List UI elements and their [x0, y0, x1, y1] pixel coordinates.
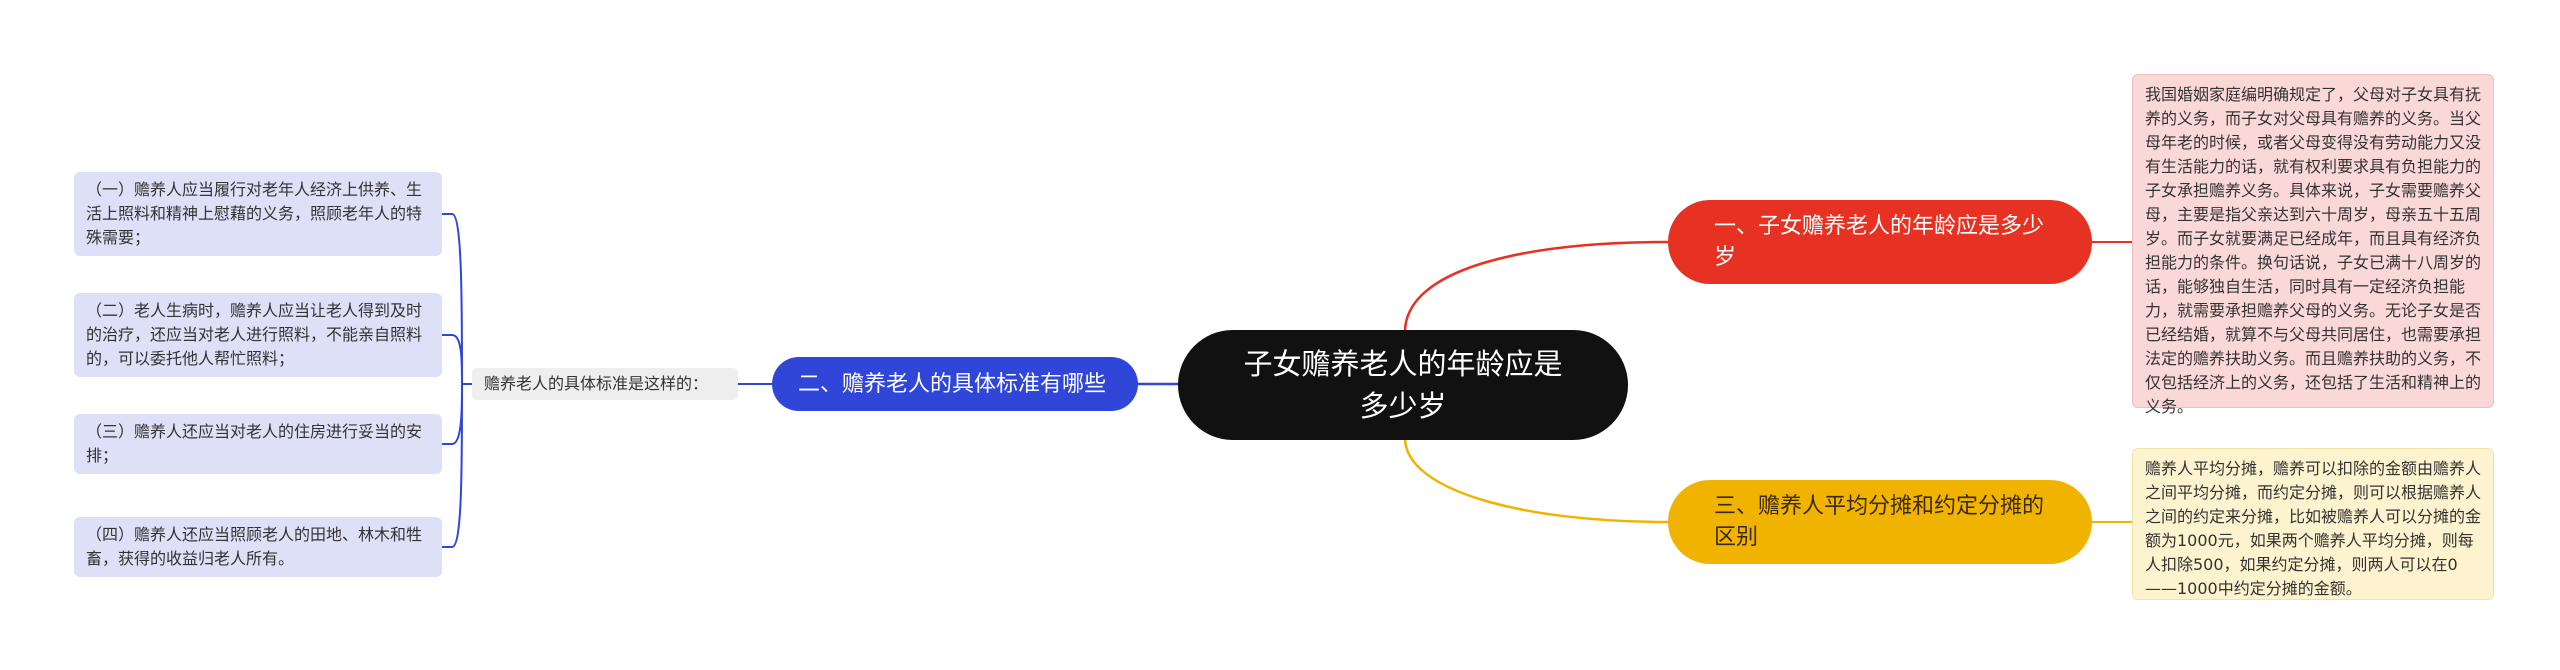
branch-standards[interactable]: 二、赡养老人的具体标准有哪些: [772, 357, 1138, 411]
standard-item-3: （三）赡养人还应当对老人的住房进行妥当的安排；: [74, 414, 442, 474]
standard-item-2: （二）老人生病时，赡养人应当让老人得到及时的治疗，还应当对老人进行照料，不能亲自…: [74, 293, 442, 377]
standard-item-4: （四）赡养人还应当照顾老人的田地、林木和牲畜，获得的收益归老人所有。: [74, 517, 442, 577]
branch-age-label: 一、子女赡养老人的年龄应是多少岁: [1714, 214, 2045, 270]
standard-item-1: （一）赡养人应当履行对老年人经济上供养、生活上照料和精神上慰藉的义务，照顾老年人…: [74, 172, 442, 256]
link-central-b1: [1403, 240, 1669, 333]
branch-sharing-label: 三、赡养人平均分摊和约定分摊的区别: [1714, 494, 2045, 550]
branch-age[interactable]: 一、子女赡养老人的年龄应是多少岁: [1668, 200, 2092, 284]
central-topic-label: 子女赡养老人的年龄应是多少岁: [1243, 347, 1563, 423]
branch-standards-label: 二、赡养老人的具体标准有哪些: [798, 371, 1107, 397]
branch-sharing-detail: 赡养人平均分摊，赡养可以扣除的金额由赡养人之间平均分摊，而约定分摊，则可以根据赡…: [2132, 448, 2494, 600]
branch-age-detail: 我国婚姻家庭编明确规定了，父母对子女具有抚养的义务，而子女对父母具有赡养的义务。…: [2132, 74, 2494, 416]
branch-sharing[interactable]: 三、赡养人平均分摊和约定分摊的区别: [1668, 480, 2092, 564]
standards-intro: 赡养老人的具体标准是这样的：: [472, 368, 738, 400]
link-central-b3: [1403, 437, 1669, 524]
link-mid-leaves: [442, 213, 472, 548]
central-topic[interactable]: 子女赡养老人的年龄应是多少岁: [1178, 330, 1628, 440]
